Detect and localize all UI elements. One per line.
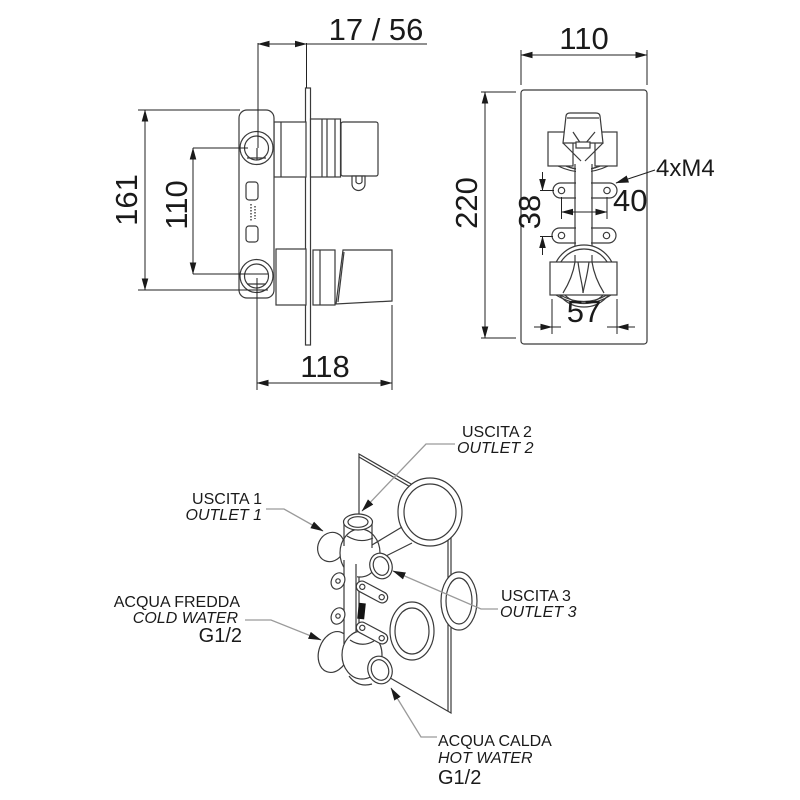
side-tab-upper (330, 572, 346, 590)
screw-top-right (603, 186, 611, 195)
label-cold-water: ACQUA FREDDA COLD WATER G1/2 (114, 594, 242, 647)
label-outlet2: USCITA 2 OUTLET 2 (457, 424, 534, 457)
leader-cold (245, 619, 322, 641)
handle-top-side (340, 121, 379, 177)
upper-connector (273, 121, 307, 178)
leader-outlet3 (392, 570, 498, 610)
dim-port-spacing-label: 110 (159, 180, 194, 229)
svg-text:ACQUA CALDA: ACQUA CALDA (438, 733, 552, 750)
label-hot-water: ACQUA CALDA HOT WATER G1/2 (438, 733, 552, 789)
lower-connector (275, 248, 307, 306)
front-view-dim-text: 110 220 38 40 57 4xM4 (449, 21, 715, 329)
trim-sleeve-bottom (312, 249, 336, 306)
svg-text:OUTLET 3: OUTLET 3 (500, 604, 577, 621)
front-view-dimensions (481, 50, 656, 339)
label-outlet3: USCITA 3 OUTLET 3 (500, 588, 577, 621)
screw-bottom-left (557, 231, 566, 240)
rear-cylinder-bottom (389, 601, 435, 661)
svg-text:OUTLET 2: OUTLET 2 (457, 440, 534, 457)
dim-height-label: 161 (109, 174, 144, 226)
mount-tab-3d-lower (355, 621, 389, 645)
screw-bottom-right (602, 231, 611, 240)
wall-plate-side (304, 87, 312, 346)
handle-bottom-side (335, 249, 393, 305)
side-view-dim-text: 17 / 56 161 110 118 (109, 12, 423, 384)
perspective-leaders (245, 443, 498, 738)
svg-text:USCITA 1: USCITA 1 (192, 491, 262, 508)
svg-text:G1/2: G1/2 (199, 625, 242, 647)
svg-text:ACQUA FREDDA: ACQUA FREDDA (114, 594, 241, 611)
clip-upper (245, 181, 259, 201)
perspective-labels: USCITA 2 OUTLET 2 USCITA 1 OUTLET 1 ACQU… (114, 424, 577, 789)
screw-note-label: 4xM4 (656, 155, 715, 182)
leader-outlet2 (361, 443, 455, 512)
perspective-view (317, 452, 478, 715)
dim-tab-gap-label: 38 (512, 195, 547, 229)
leader-hot (390, 687, 437, 738)
side-view-dimensions (138, 40, 427, 390)
handle-top-cap (562, 112, 604, 144)
dim-width-label: 118 (300, 349, 349, 384)
screw-top-left (557, 186, 566, 195)
rear-cylinder-top (397, 477, 463, 547)
svg-text:USCITA 3: USCITA 3 (501, 588, 571, 605)
leader-outlet1 (266, 508, 324, 532)
front-view (520, 89, 648, 345)
dim-handle-width-label: 57 (567, 294, 601, 329)
svg-text:HOT WATER: HOT WATER (438, 750, 533, 767)
mount-tab-3d-upper (355, 580, 389, 604)
svg-text:OUTLET 1: OUTLET 1 (186, 507, 262, 524)
side-view (238, 87, 393, 346)
svg-text:USCITA 2: USCITA 2 (462, 424, 532, 441)
outlet3-port (369, 552, 393, 580)
body-label-plate (357, 602, 366, 620)
dim-plate-width-label: 110 (559, 21, 608, 56)
svg-text:G1/2: G1/2 (438, 767, 481, 789)
dim-screw-gap-label: 40 (613, 183, 647, 218)
dim-plate-height-label: 220 (449, 177, 484, 229)
label-outlet1: USCITA 1 OUTLET 1 (186, 491, 263, 524)
dim-depth-label: 17 / 56 (329, 12, 424, 47)
rear-cylinder-middle (440, 571, 478, 631)
svg-text:COLD WATER: COLD WATER (133, 610, 239, 627)
trim-sleeve-top (309, 118, 342, 178)
side-tab-lower (330, 607, 346, 625)
clip-lower (245, 225, 259, 243)
